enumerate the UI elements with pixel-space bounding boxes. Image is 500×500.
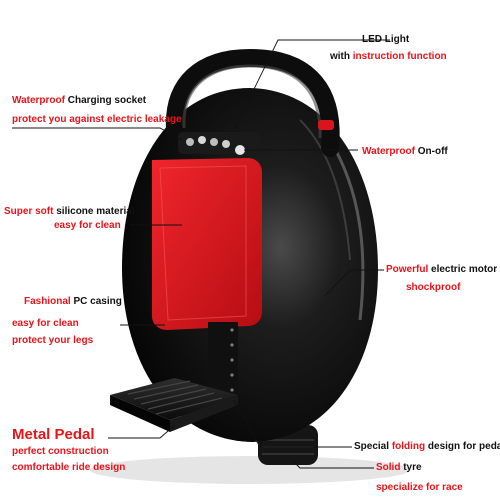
callout-silicone-title: Super soft silicone material <box>4 206 135 218</box>
callout-tyre-title-black: tyre <box>400 462 422 473</box>
callout-pedal-title: Metal Pedal <box>12 426 95 443</box>
callout-folding-post: design for pedal <box>425 441 500 452</box>
callout-folding-red: folding <box>391 441 426 452</box>
callout-onoff: Waterproof On-off <box>362 146 448 158</box>
callout-motor-sub: shockproof <box>406 282 461 293</box>
control-panel <box>178 132 260 155</box>
callout-led-sub: with instruction function <box>330 51 447 63</box>
callout-charging-sub: protect you against electric leakage <box>12 114 182 125</box>
callout-pedal-sub2: comfortable ride design <box>12 462 126 473</box>
callout-charging-title: Waterproof Charging socket <box>12 95 146 107</box>
callout-led-title: LED Light <box>362 34 410 45</box>
callout-silicone-sub: easy for clean <box>54 220 121 231</box>
callout-folding: Special folding design for pedal <box>354 441 500 453</box>
callout-tyre-title: Solid tyre <box>376 462 422 474</box>
callout-casing-sub1: easy for clean <box>12 318 79 329</box>
callout-charging-title-red: Waterproof <box>12 95 65 106</box>
callout-motor-title: Powerful electric motor <box>386 264 497 276</box>
callout-casing-title-red: Fashional <box>24 296 71 307</box>
callout-onoff-red: Waterproof <box>362 146 415 157</box>
callout-onoff-black: On-off <box>414 146 448 157</box>
callout-tyre-title-red: Solid <box>376 462 401 473</box>
callout-tyre-sub: specialize for race <box>376 482 463 493</box>
callout-led-sub-black: with <box>330 51 353 62</box>
callout-pedal-sub1: perfect construction <box>12 446 109 457</box>
callout-silicone-title-black: silicone material <box>53 206 135 217</box>
callout-casing-title-black: PC casing <box>70 296 122 307</box>
callout-casing-sub2: protect your legs <box>12 335 94 346</box>
callout-casing-title: Fashional PC casing <box>24 296 122 308</box>
carry-handle <box>165 48 340 157</box>
callout-motor-title-red: Powerful <box>386 264 429 275</box>
callout-silicone-title-red: Super soft <box>4 206 54 217</box>
callout-folding-pre: Special <box>354 441 392 452</box>
metal-pedal <box>110 378 238 432</box>
callout-motor-title-black: electric motor <box>428 264 498 275</box>
callout-charging-title-black: Charging socket <box>64 95 147 106</box>
callout-led-sub-red: instruction function <box>352 51 447 62</box>
leg-pad <box>152 158 262 330</box>
